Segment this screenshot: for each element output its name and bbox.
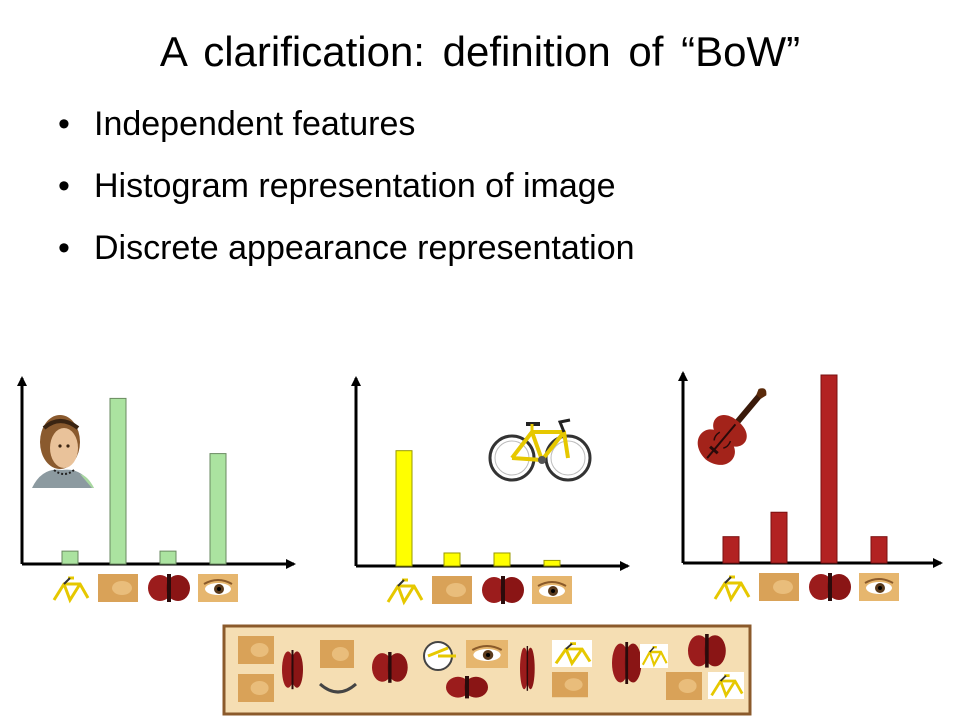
codeword-patch-eye bbox=[464, 638, 510, 670]
histogram-bar bbox=[820, 374, 838, 564]
tick-patch-face-patch bbox=[759, 573, 799, 601]
codeword-patch-bike bbox=[423, 641, 456, 671]
bullet-item: • Independent features bbox=[58, 104, 635, 144]
histogram-bar bbox=[209, 453, 227, 565]
codeword-patch-face bbox=[666, 672, 702, 700]
tick-patch-violin-patch bbox=[148, 574, 190, 602]
bullet-dot: • bbox=[58, 167, 70, 205]
histogram-bar bbox=[395, 450, 413, 567]
codeword-patch-wheel bbox=[319, 682, 357, 694]
bullet-item: • Histogram representation of image bbox=[58, 166, 635, 206]
codeword-patch-violin bbox=[688, 634, 726, 668]
bullet-item: • Discrete appearance representation bbox=[58, 228, 635, 268]
codeword-patch-violin bbox=[446, 676, 488, 699]
tick-patch-violin-patch bbox=[482, 576, 524, 604]
bullet-text: Discrete appearance representation bbox=[94, 229, 635, 267]
codeword-patch-violin bbox=[612, 642, 642, 684]
histogram-bar bbox=[722, 536, 740, 564]
histogram-bar bbox=[493, 552, 511, 567]
bicycle-image bbox=[488, 418, 592, 482]
codebook-box bbox=[222, 624, 752, 716]
codeword-patch-face bbox=[238, 674, 274, 702]
chart-bars bbox=[61, 374, 888, 567]
codeword-patch-face bbox=[552, 672, 588, 698]
histogram-bar bbox=[770, 511, 788, 564]
slide-title: A clarification: definition of “BoW” bbox=[159, 28, 801, 75]
bullet-text: Independent features bbox=[94, 105, 416, 143]
codeword-patch-bike bbox=[550, 638, 594, 669]
tick-patch-eye-patch bbox=[197, 573, 239, 603]
codeword-patch-bike bbox=[638, 642, 670, 670]
tick-patch-bike-patch bbox=[382, 574, 426, 608]
histogram-bar bbox=[61, 550, 79, 565]
violin-image bbox=[697, 388, 767, 465]
tick-patch-bike-patch bbox=[48, 572, 92, 606]
tick-patch-violin-patch bbox=[809, 573, 851, 601]
histogram-bar bbox=[870, 536, 888, 564]
chart-tick-patches bbox=[48, 571, 900, 608]
histogram-bar bbox=[109, 397, 127, 565]
chart-axes bbox=[17, 371, 943, 571]
bullet-dot: • bbox=[58, 105, 70, 143]
codeword-patch-violin bbox=[372, 652, 408, 683]
woman-portrait-image bbox=[32, 415, 94, 488]
codeword-patch-bike bbox=[706, 670, 746, 701]
tick-patch-eye-patch bbox=[531, 575, 573, 605]
codeword-patch-violin bbox=[282, 650, 303, 690]
histogram-bar bbox=[443, 552, 461, 567]
bullet-text: Histogram representation of image bbox=[94, 167, 616, 205]
tick-patch-face-patch bbox=[98, 574, 138, 602]
histogram-bar bbox=[159, 550, 177, 565]
codeword-patch-face bbox=[238, 636, 274, 664]
bullet-list: • Independent features • Histogram represe… bbox=[58, 104, 635, 290]
histogram-bar bbox=[543, 559, 561, 567]
tick-patch-face-patch bbox=[432, 576, 472, 604]
codeword-patch-violin bbox=[520, 646, 535, 691]
tick-patch-eye-patch bbox=[858, 572, 900, 602]
tick-patch-bike-patch bbox=[709, 571, 753, 605]
bullet-dot: • bbox=[58, 229, 70, 267]
codeword-patch-face bbox=[320, 640, 354, 668]
